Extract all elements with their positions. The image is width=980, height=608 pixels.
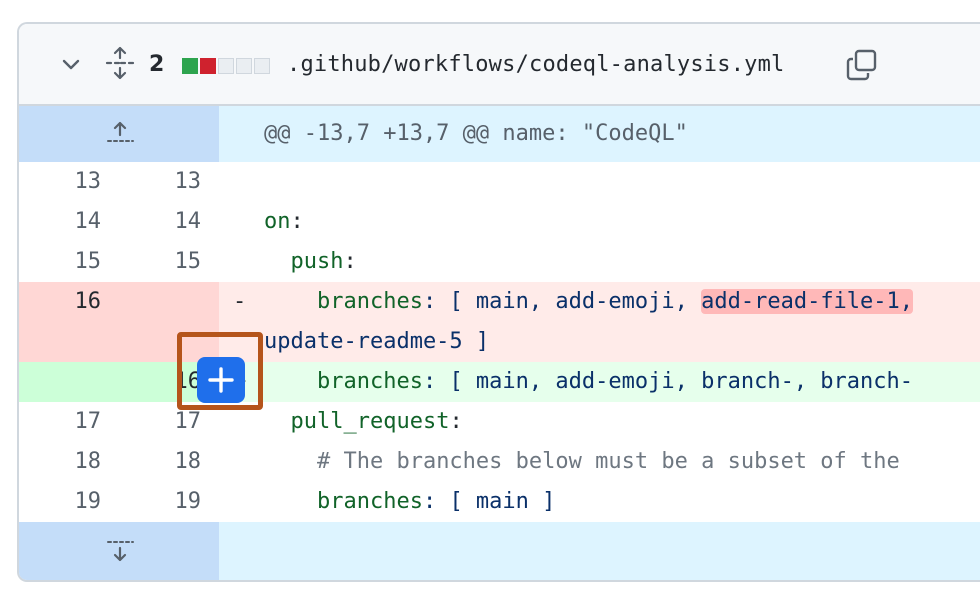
diff-line: 18 18 # The branches below must be a sub…: [19, 442, 980, 482]
yaml-key: on: [264, 209, 291, 234]
diff-line: 17 17 pull_request:: [19, 402, 980, 442]
old-line-number[interactable]: 15: [74, 249, 102, 274]
diffstat-block-deleted: [200, 58, 216, 74]
hunk-header-text: @@ -13,7 +13,7 @@ name: "CodeQL": [264, 121, 688, 146]
deletion-marker: -: [233, 289, 247, 314]
code-text: branches: [ main ]: [264, 482, 555, 522]
diff-line: 13 13: [19, 162, 980, 202]
new-line-number[interactable]: 15: [174, 249, 202, 274]
hunk-footer: [19, 522, 980, 580]
code-rest: :: [449, 409, 463, 434]
yaml-key: branches: [316, 369, 423, 394]
diff-line-addition: 16 + branches: [ main, add-emoji, branch…: [19, 362, 980, 402]
indent: [264, 369, 317, 394]
diff-line: 19 19 branches: [ main ]: [19, 482, 980, 522]
diffstat: [182, 58, 270, 74]
indent: [264, 409, 291, 434]
file-header: 2 .github/workflows/codeql-analysis.yml: [19, 24, 980, 106]
code-text: # The branches below must be a subset of…: [264, 442, 900, 482]
diff-line: 15 15 push:: [19, 242, 980, 282]
hunk-header-bg: [219, 106, 980, 162]
old-line-number[interactable]: 13: [74, 169, 102, 194]
hunk-footer-bg: [219, 522, 980, 580]
code-rest: : [ main ]: [422, 489, 556, 514]
deleted-word-highlight: add-read-file-1,: [701, 289, 914, 314]
yaml-key: branches: [316, 489, 423, 514]
deletion-gutter: [19, 282, 219, 362]
old-line-number[interactable]: 19: [74, 489, 102, 514]
yaml-key: push: [290, 249, 344, 274]
chevron-down-icon[interactable]: [59, 52, 83, 76]
code-rest: :: [290, 209, 304, 234]
expand-up-button[interactable]: [19, 106, 219, 162]
hunk-header: @@ -13,7 +13,7 @@ name: "CodeQL": [19, 106, 980, 162]
add-comment-button[interactable]: [197, 357, 245, 403]
code-text: pull_request:: [264, 402, 463, 442]
addition-gutter: [19, 362, 219, 402]
unfold-icon[interactable]: [105, 46, 135, 80]
file-diff: 2 .github/workflows/codeql-analysis.yml …: [17, 22, 980, 582]
code-rest: : [ main, add-emoji,: [422, 289, 702, 314]
code-text: branches: [ main, add-emoji, add-read-fi…: [264, 282, 914, 322]
code-rest: :: [343, 249, 357, 274]
indent: [264, 249, 291, 274]
diffstat-block-neutral: [236, 58, 252, 74]
expand-down-icon: [107, 541, 134, 562]
old-line-number[interactable]: 16: [74, 289, 102, 314]
old-line-number[interactable]: 18: [74, 449, 102, 474]
code-text: on:: [264, 202, 304, 242]
new-line-number[interactable]: 18: [174, 449, 202, 474]
focus-highlight: [177, 332, 263, 410]
indent: [264, 449, 317, 474]
copy-icon[interactable]: [845, 48, 879, 82]
plus-icon: [208, 367, 234, 393]
new-line-number[interactable]: 19: [174, 489, 202, 514]
diff-line-deletion: 16 - branches: [ main, add-emoji, add-re…: [19, 282, 980, 362]
old-line-number[interactable]: 14: [74, 209, 102, 234]
yaml-key: branches: [316, 289, 423, 314]
new-line-number[interactable]: 14: [174, 209, 202, 234]
new-line-number[interactable]: 17: [174, 409, 202, 434]
diffstat-block-added: [182, 58, 198, 74]
changes-count: 2: [149, 52, 165, 77]
addition-bg: [219, 362, 980, 402]
new-line-number[interactable]: 13: [174, 169, 202, 194]
old-line-number[interactable]: 17: [74, 409, 102, 434]
code-rest: : [ main, add-emoji, branch-, branch-: [422, 369, 914, 394]
diffstat-block-neutral: [218, 58, 234, 74]
code-text: branches: [ main, add-emoji, branch-, br…: [264, 362, 913, 402]
yaml-comment: # The branches below must be a subset of…: [316, 449, 900, 474]
code-text: push:: [264, 242, 357, 282]
expand-down-button[interactable]: [19, 522, 219, 580]
file-name[interactable]: .github/workflows/codeql-analysis.yml: [287, 52, 785, 77]
expand-up-icon: [107, 121, 134, 142]
code-wrap-text: update-readme-5 ]: [264, 329, 490, 354]
diff-line: 14 14 on:: [19, 202, 980, 242]
indent: [264, 489, 317, 514]
indent: [264, 289, 317, 314]
yaml-key: pull_request: [290, 409, 450, 434]
diffstat-block-neutral: [254, 58, 270, 74]
